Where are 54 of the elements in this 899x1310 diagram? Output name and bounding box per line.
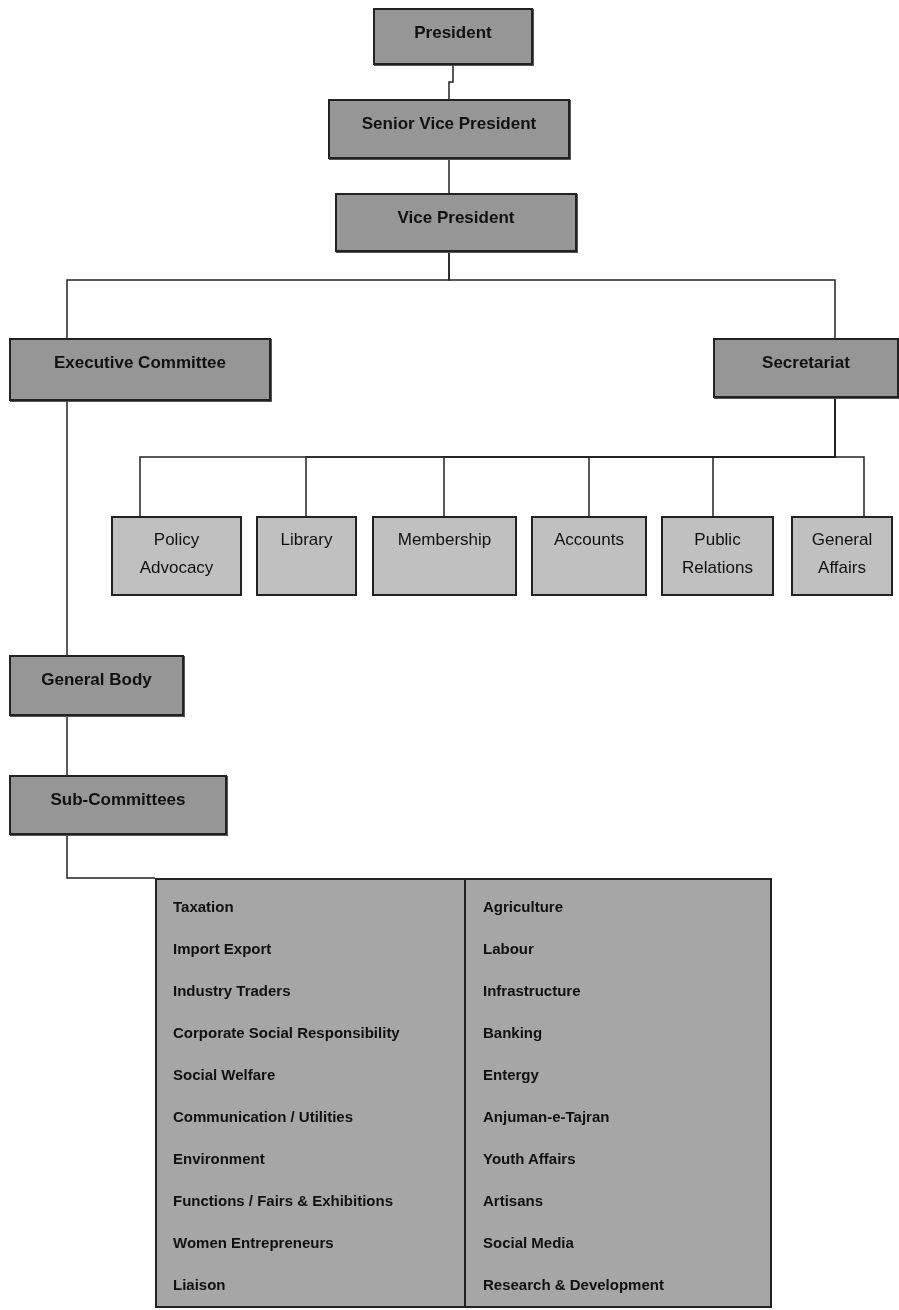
committee-name: Agriculture (483, 897, 563, 917)
committee-name: Liaison (173, 1275, 226, 1295)
connector-line (448, 251, 836, 339)
department-name: General Affairs (810, 529, 874, 579)
committee-name: Communication / Utilities (173, 1107, 353, 1127)
committee-name: Social Welfare (173, 1065, 276, 1085)
position-title: Sub-Committees (50, 789, 186, 811)
connector-line (66, 715, 68, 776)
committee-name: Taxation (173, 897, 234, 917)
connector-line (448, 64, 454, 100)
position-box (373, 8, 533, 65)
department-box (531, 516, 647, 596)
committee-name: Anjuman-e-Tajran (483, 1107, 610, 1127)
connector-line (66, 400, 68, 656)
position-box (328, 99, 570, 159)
department-box (111, 516, 242, 596)
committee-name: Labour (483, 939, 534, 959)
committee-name: Women Entrepreneurs (173, 1233, 334, 1253)
position-title: Executive Committee (54, 352, 226, 374)
department-name: Library (280, 529, 333, 551)
committee-name: Artisans (483, 1191, 544, 1211)
committee-name: Industry Traders (173, 981, 291, 1001)
committee-name: Functions / Fairs & Exhibitions (173, 1191, 394, 1211)
department-name: Membership (397, 529, 492, 551)
connector-line (834, 397, 865, 517)
position-box (713, 338, 899, 398)
committee-name: Research & Development (483, 1275, 664, 1295)
position-title: Secretariat (762, 352, 850, 374)
position-box (9, 775, 227, 835)
position-box (335, 193, 577, 252)
department-box (256, 516, 357, 596)
committee-name: Infrastructure (483, 981, 581, 1001)
position-title: Vice President (397, 207, 515, 229)
committee-name: Banking (483, 1023, 543, 1043)
connector-line (448, 158, 450, 194)
committee-name: Corporate Social Responsibility (173, 1023, 400, 1043)
department-name: Accounts (554, 529, 624, 551)
connector-line (66, 834, 156, 879)
committee-name: Environment (173, 1149, 265, 1169)
committee-name: Youth Affairs (483, 1149, 576, 1169)
committee-name: Social Media (483, 1233, 574, 1253)
department-box (372, 516, 517, 596)
department-name: Policy Advocacy (138, 529, 215, 579)
committee-list-panel (155, 878, 772, 1308)
department-name: Public Relations (681, 529, 754, 579)
position-title: Senior Vice President (361, 113, 537, 135)
position-box (9, 655, 184, 716)
position-title: General Body (41, 669, 152, 691)
position-box (9, 338, 271, 401)
department-box (661, 516, 774, 596)
committee-name: Entergy (483, 1065, 539, 1085)
committee-name: Import Export (173, 939, 272, 959)
position-title: President (414, 22, 492, 44)
department-box (791, 516, 893, 596)
